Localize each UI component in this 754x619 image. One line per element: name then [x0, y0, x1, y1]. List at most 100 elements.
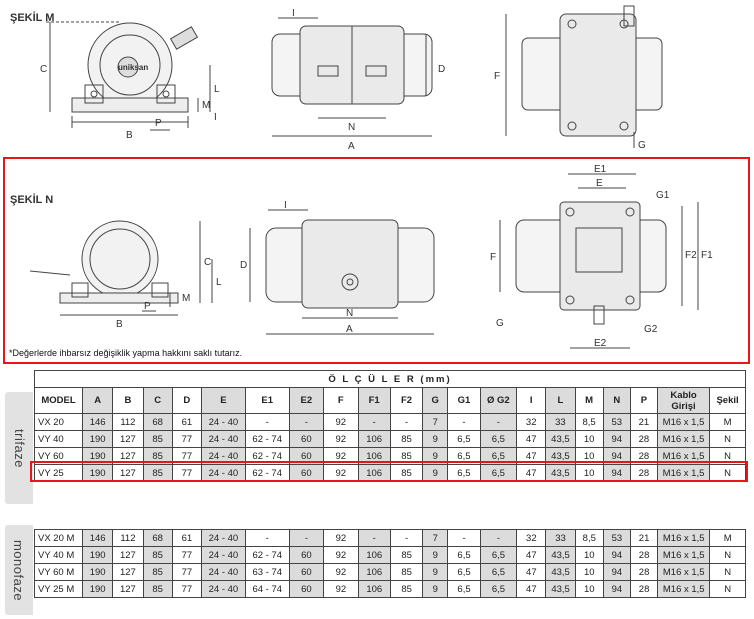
table-cell: 92: [323, 464, 359, 482]
logo-text: uniksan: [118, 63, 148, 72]
disclaimer-note: *Değerlerde ihbarsız değişiklik yapma ha…: [9, 348, 243, 358]
table-cell: 85: [142, 464, 173, 482]
table-cell: 24 - 40: [200, 464, 246, 482]
table-cell: -: [389, 529, 424, 547]
table-cell: 9: [422, 580, 449, 598]
n-top-dim-f1: F1: [701, 250, 713, 261]
n-top-dim-f: F: [490, 252, 496, 263]
sekil-n-front-view: C L M P B: [30, 220, 222, 330]
m-front-dim-l: L: [214, 84, 220, 95]
sekil-n-side-view: I D N A: [240, 200, 435, 335]
table-cell: 62 - 74: [244, 546, 290, 564]
table-cell: 9: [422, 546, 449, 564]
table-cell: 64 - 74: [244, 580, 290, 598]
table-cell: 28: [629, 430, 658, 448]
table-cell: 92: [323, 529, 359, 547]
table-cell: 21: [629, 529, 659, 547]
header-e1: E1: [244, 387, 290, 414]
header-d: D: [171, 387, 202, 414]
table-cell: 33: [545, 413, 576, 431]
table-cell: 43,5: [545, 447, 576, 465]
table-cell: VX 20: [34, 413, 83, 431]
monofaze-tab: monofaze: [5, 525, 33, 615]
table-cell: 106: [357, 430, 391, 448]
table-cell: 146: [82, 529, 114, 547]
table-cell: 7: [422, 529, 449, 547]
table-cell: 62 - 74: [244, 430, 290, 448]
table-cell: 60: [288, 447, 325, 465]
table-cell: 77: [171, 430, 202, 448]
table-cell: 6,5: [479, 464, 518, 482]
table-cell: 60: [288, 563, 325, 581]
table-cell: 92: [323, 430, 359, 448]
n-top-dim-g2: G2: [644, 324, 658, 335]
header-e2: E2: [288, 387, 325, 414]
table-cell: M16 x 1,5: [656, 430, 711, 448]
header-f1: F1: [357, 387, 391, 414]
table-title: Ö L Ç Ü L E R (mm): [34, 370, 746, 388]
table-cell: -: [447, 413, 481, 431]
table-cell: 61: [171, 529, 202, 547]
header-p: P: [629, 387, 658, 414]
table-cell: 32: [516, 529, 547, 547]
table-cell: 85: [142, 563, 173, 581]
n-front-dim-c: C: [204, 257, 211, 268]
table-cell: 106: [357, 580, 391, 598]
table-cell: 190: [81, 464, 114, 482]
vy60-row-highlight: [30, 461, 748, 482]
header-kablo-girişi: Kablo Girişi: [656, 387, 711, 414]
table-cell: 9: [422, 447, 449, 465]
table-cell: 61: [171, 413, 202, 431]
table-cell: -: [244, 529, 290, 547]
table-cell: 68: [142, 413, 173, 431]
table-cell: 53: [602, 413, 631, 431]
table-cell: 112: [112, 413, 144, 431]
table-cell: 24 - 40: [200, 529, 246, 547]
trifaze-tab: trifaze: [5, 392, 33, 504]
table-cell: 127: [112, 563, 144, 581]
table-cell: 10: [574, 464, 604, 482]
sekil-n-top-view: E1 E G1 F F2 F1 G G2 E2: [490, 164, 713, 349]
table-cell: 7: [422, 413, 449, 431]
table-cell: 60: [288, 580, 325, 598]
table-cell: VY 60 M: [33, 563, 84, 581]
table-cell: N: [709, 580, 746, 598]
header-model: MODEL: [34, 387, 83, 414]
table-cell: 24 - 40: [200, 413, 246, 431]
n-top-dim-e1: E1: [594, 164, 607, 175]
header-l: L: [545, 387, 576, 414]
table-cell: 10: [574, 430, 604, 448]
table-cell: 6,5: [479, 430, 518, 448]
table-cell: 85: [142, 546, 173, 564]
table-cell: -: [357, 413, 391, 431]
table-cell: 77: [171, 546, 202, 564]
m-side-dim-n: N: [348, 122, 355, 133]
table-cell: 24 - 40: [200, 447, 246, 465]
sekil-m-front-view: C B L M P I uniksan: [40, 21, 220, 141]
table-cell: 60: [288, 430, 325, 448]
n-front-dim-p: P: [144, 301, 151, 312]
header-n: N: [602, 387, 631, 414]
table-cell: 33: [545, 529, 576, 547]
table-cell: 28: [629, 580, 659, 598]
table-cell: M16 x 1,5: [656, 447, 711, 465]
table-cell: 6,5: [447, 563, 481, 581]
table-cell: M16 x 1,5: [657, 580, 711, 598]
header-e: E: [200, 387, 246, 414]
table-cell: 106: [357, 563, 391, 581]
table-cell: 8,5: [574, 529, 604, 547]
m-front-dim-p: P: [155, 118, 162, 129]
table-cell: 32: [516, 413, 547, 431]
table-cell: 9: [422, 430, 449, 448]
m-side-dim-i: I: [292, 8, 295, 19]
n-side-dim-n: N: [346, 308, 353, 319]
table-cell: -: [288, 413, 325, 431]
table-cell: 92: [323, 413, 359, 431]
m-front-dim-c: C: [40, 64, 47, 75]
table-cell: 43,5: [545, 563, 576, 581]
table-cell: 94: [602, 580, 632, 598]
